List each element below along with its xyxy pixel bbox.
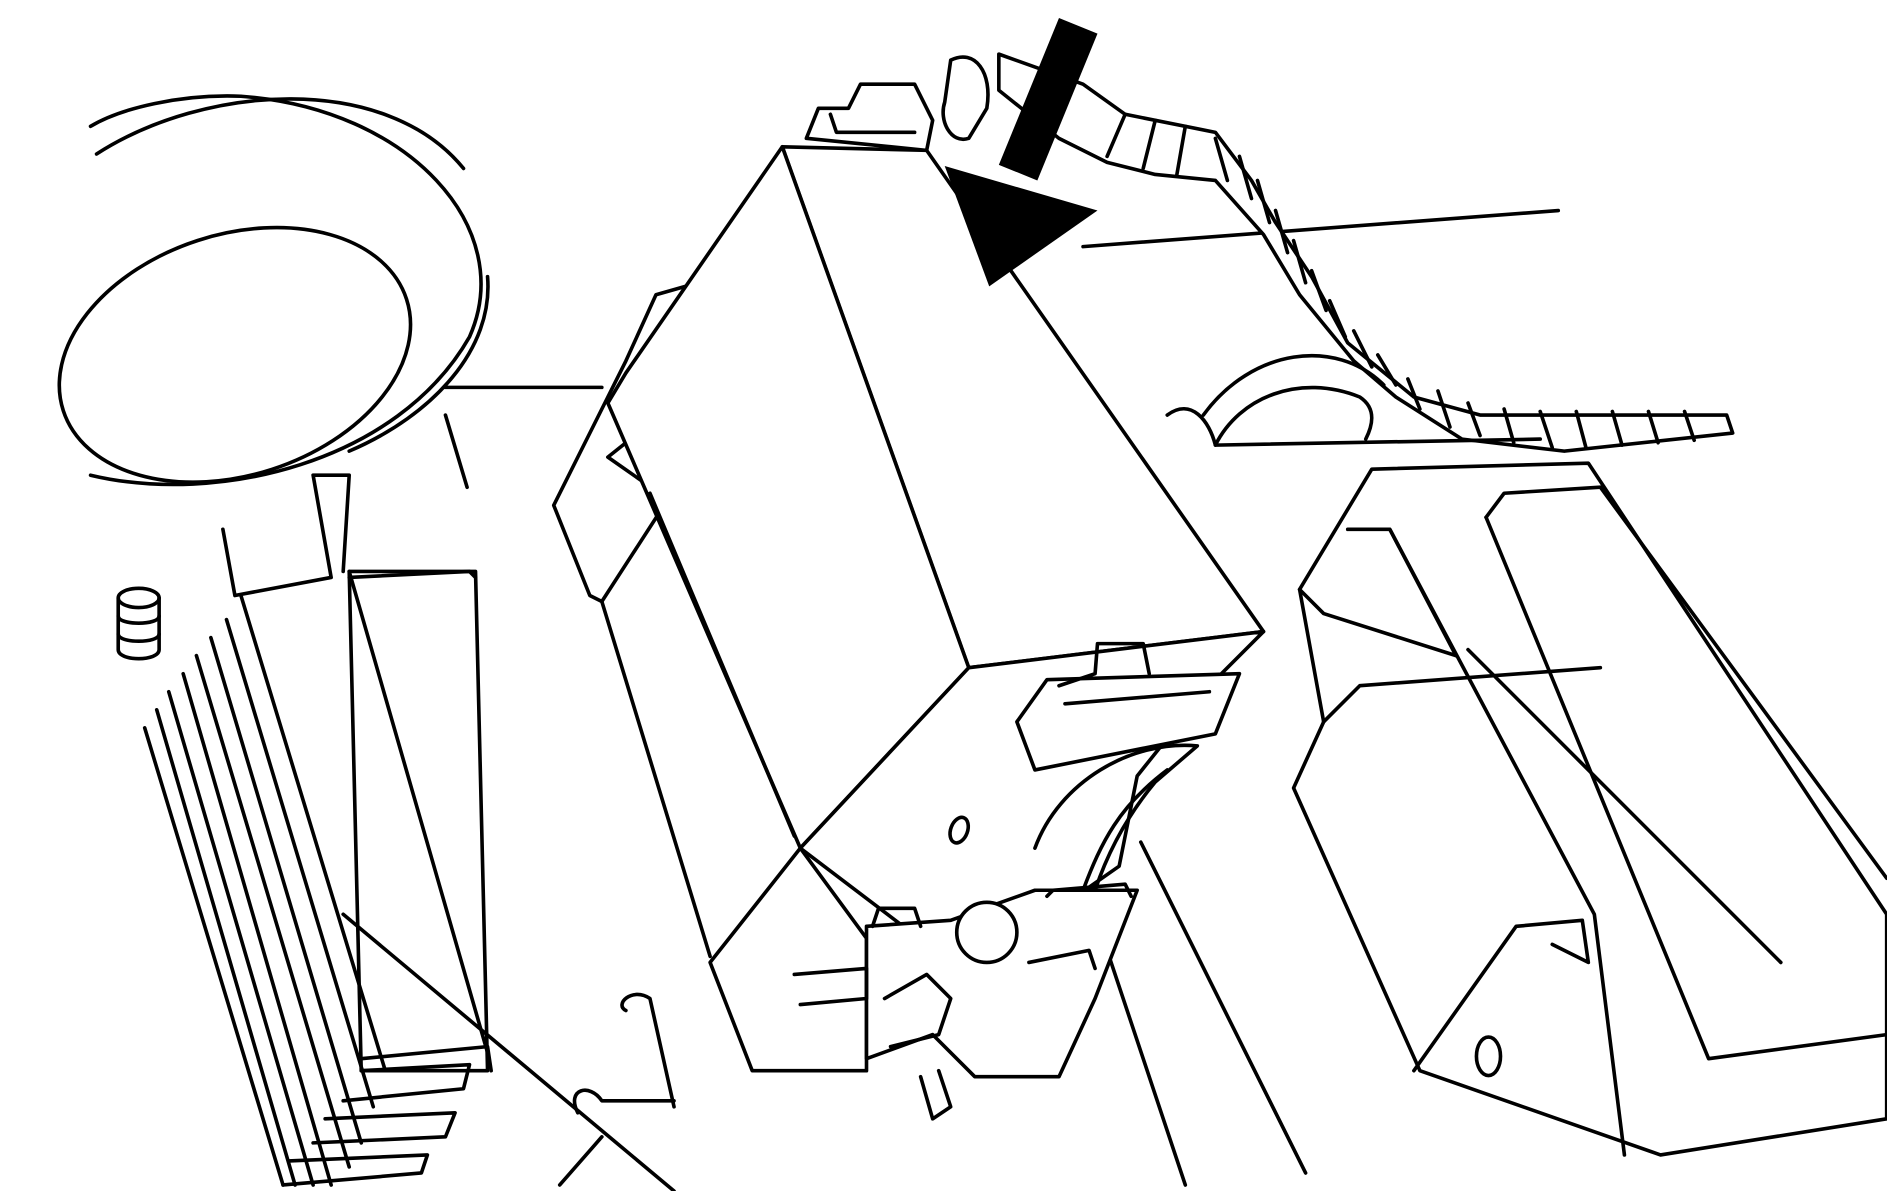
- pointer-arrow-icon: [944, 18, 1098, 287]
- wiring-harness: [941, 52, 1735, 453]
- main-module: [606, 144, 1266, 965]
- rear-bracket: [1165, 354, 1543, 447]
- lower-connector: [708, 846, 1139, 1121]
- right-module: [1291, 461, 1887, 1157]
- round-component: [57, 94, 490, 487]
- small-cylinder: [116, 586, 161, 661]
- top-clip: [804, 82, 935, 153]
- fin-stack: [142, 473, 493, 1187]
